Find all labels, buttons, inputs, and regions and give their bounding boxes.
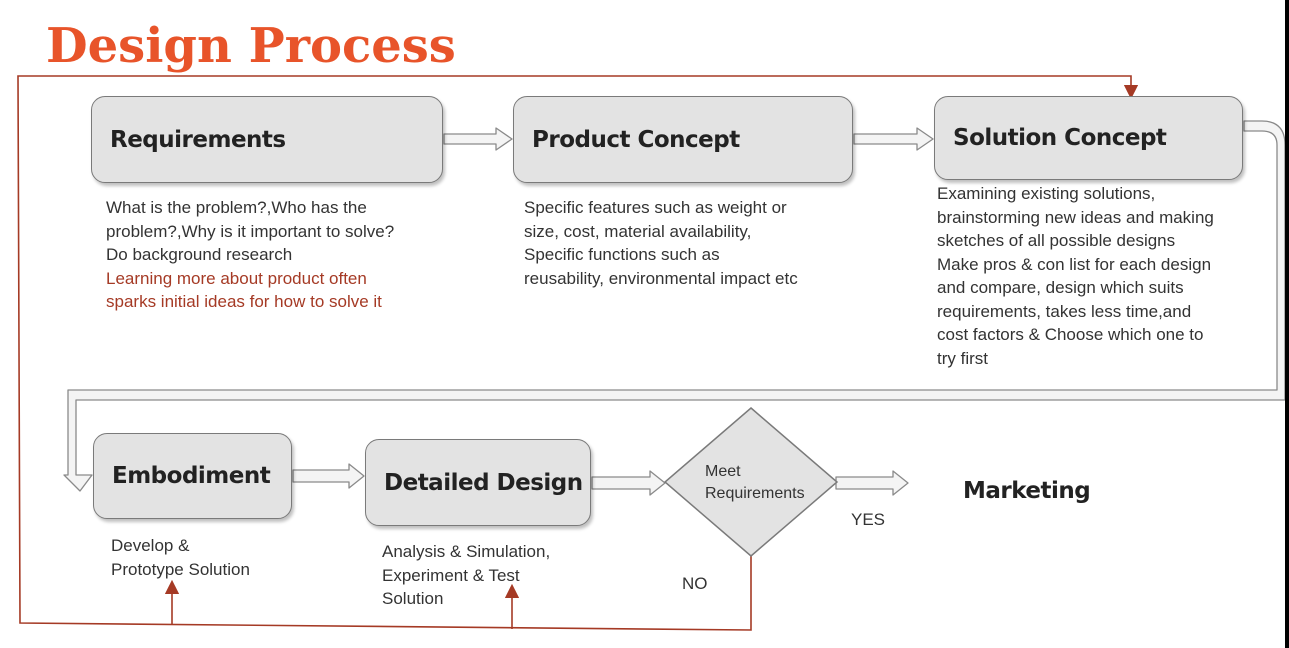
description-note-line: sparks initial ideas for how to solve it [106,292,382,311]
decision-line: Meet [705,463,741,480]
detailed-design-description: Analysis & Simulation, Experiment & Test… [382,540,550,611]
description-line: Specific functions such as [524,245,720,264]
arrow-product-concept-to-solution-concept [853,127,934,151]
page-title: Design Process [46,18,456,74]
description-line: Prototype Solution [111,559,250,579]
arrow-requirements-to-product-concept [443,127,513,151]
yes-label: YES [851,510,886,529]
description-line: try first [937,348,988,368]
description-line: Make pros & con list for each design [937,254,1212,274]
description-line: Develop & [111,536,190,555]
no-label: NO [682,574,708,593]
description-line: Experiment & Test [382,565,520,585]
embodiment-box: Embodiment [93,433,292,519]
product-concept-box: Product Concept [513,96,853,183]
detailed-design-box: Detailed Design [365,439,591,526]
description-line: What is the problem?,Who has the [106,198,367,217]
description-line: cost factors & Choose which one to [937,325,1204,344]
description-line: brainstorming new ideas and making [937,207,1214,227]
description-line: sketches of all possible designs [937,231,1176,250]
embodiment-label: Embodiment [112,463,271,489]
description-line: and compare, design which suits [937,278,1184,297]
description-line: requirements, takes less time,and [937,301,1192,321]
arrow-embodiment-to-detailed-design [292,463,365,489]
solution-concept-description: Examining existing solutions, brainstorm… [937,182,1214,370]
solution-concept-label: Solution Concept [953,125,1167,151]
description-line: Examining existing solutions, [937,184,1156,203]
arrow-wraparound [63,120,1286,492]
description-line: Analysis & Simulation, [382,542,551,561]
detailed-design-label: Detailed Design [384,469,583,496]
description-line: size, cost, material availability, [524,221,752,241]
right-edge-border [1285,0,1289,648]
product-concept-description: Specific features such as weight or size… [524,196,798,290]
requirements-description: What is the problem?,Who has the problem… [106,196,394,314]
decision-label: Meet Requirements [705,461,805,505]
feedback-line-main [17,75,1139,631]
product-concept-label: Product Concept [532,126,740,153]
description-note-line: Learning more about product often [106,268,367,288]
description-line: Specific features such as weight or [524,198,787,217]
description-line: Do background research [106,245,293,264]
requirements-box: Requirements [91,96,443,183]
arrow-decision-to-marketing [835,470,909,496]
feedback-loop [17,75,1139,631]
requirements-label: Requirements [110,126,286,153]
solution-concept-box: Solution Concept [934,96,1243,180]
embodiment-description: Develop & Prototype Solution [111,534,250,581]
decision-diamond [663,407,839,557]
description-line: reusability, environmental impact etc [524,268,798,288]
description-line: Solution [382,589,444,608]
marketing-label: Marketing [963,478,1091,504]
decision-line: Requirements [705,485,805,502]
arrow-detailed-design-to-decision [591,470,666,496]
flow-arrows [63,120,1286,496]
description-line: problem?,Why is it important to solve? [106,221,395,241]
